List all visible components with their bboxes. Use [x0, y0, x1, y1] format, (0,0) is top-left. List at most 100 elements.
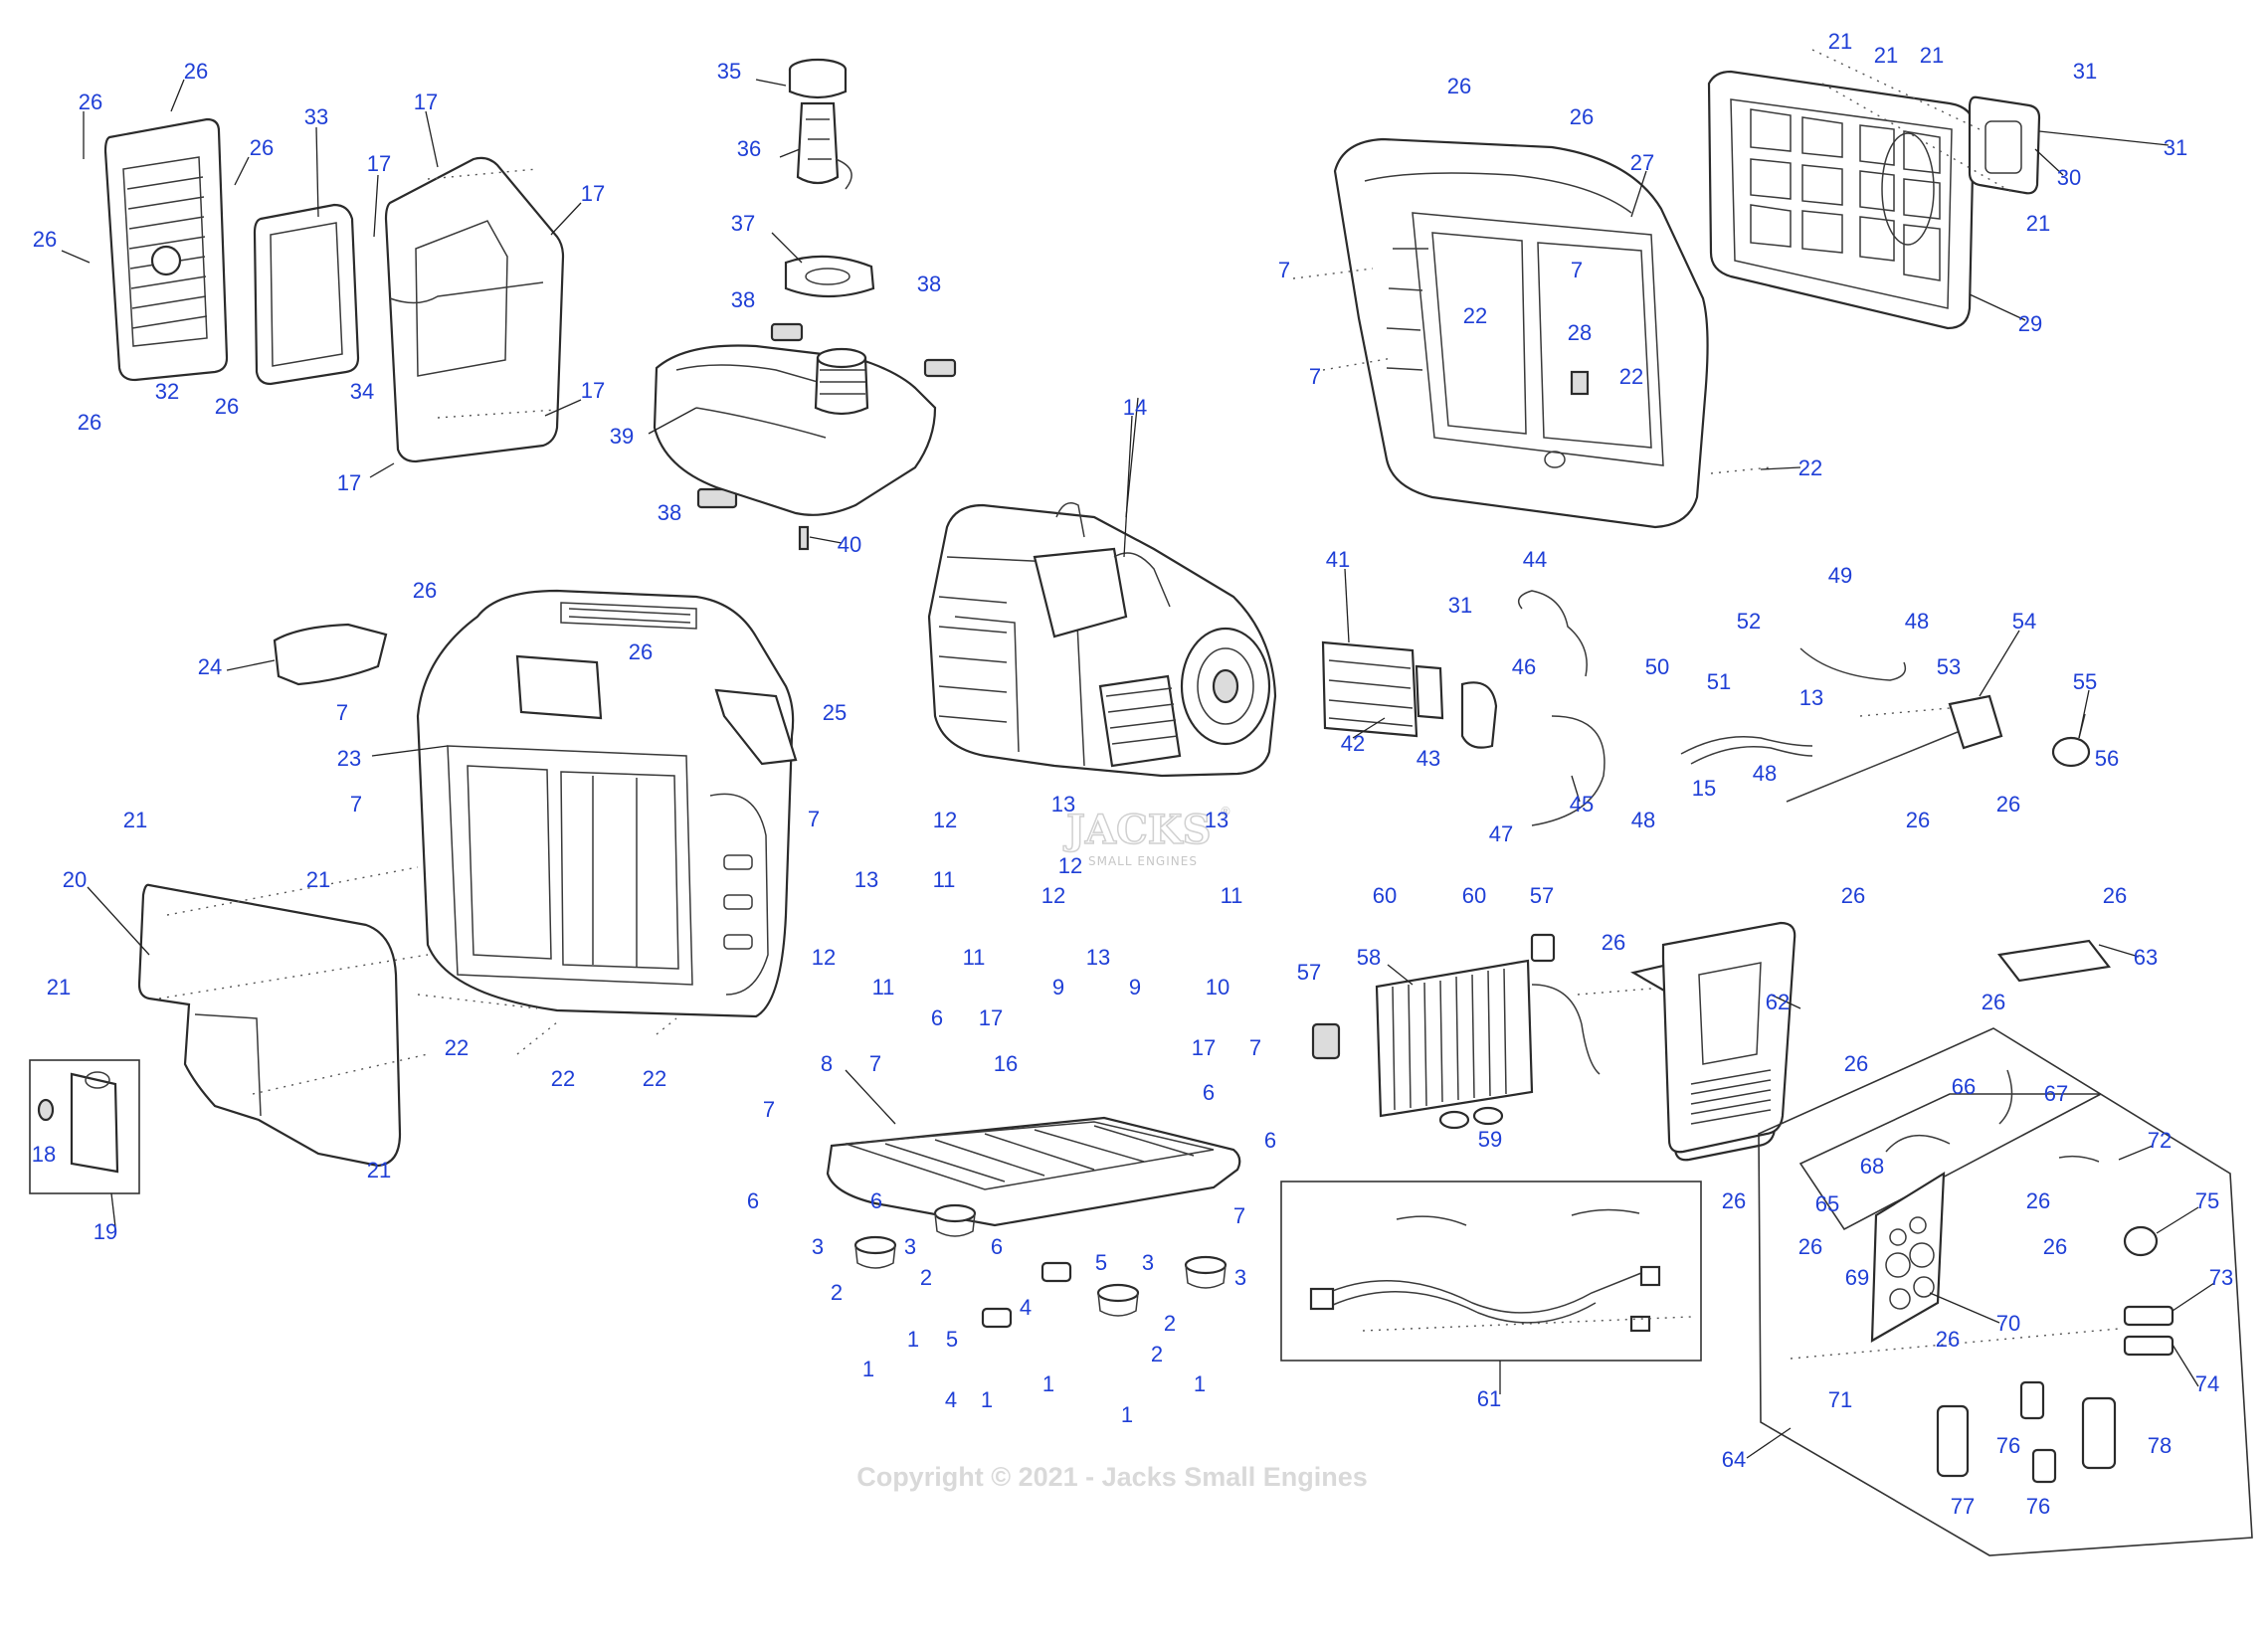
callout-10: 10 — [1206, 975, 1229, 1000]
fuel-tank-assembly — [653, 58, 957, 551]
callout-26: 26 — [1798, 1234, 1822, 1259]
callout-9: 9 — [1052, 975, 1064, 1000]
callout-17: 17 — [1192, 1035, 1216, 1060]
callout-7: 7 — [869, 1051, 881, 1076]
callout-31: 31 — [2073, 59, 2097, 84]
callout-26: 26 — [215, 394, 239, 419]
callout-18: 18 — [32, 1142, 56, 1167]
callout-49: 49 — [1828, 563, 1852, 588]
panel-kit-box-64 — [1758, 1027, 2253, 1556]
callout-70: 70 — [1996, 1311, 2020, 1336]
callout-66: 66 — [1952, 1074, 1976, 1099]
callout-25: 25 — [823, 700, 847, 725]
callout-7: 7 — [350, 792, 362, 817]
side-panel-29 — [1707, 70, 2041, 330]
callout-15: 15 — [1692, 776, 1716, 801]
callout-1: 1 — [1042, 1371, 1054, 1396]
callout-45: 45 — [1570, 792, 1594, 817]
callout-51: 51 — [1707, 669, 1731, 694]
callout-21: 21 — [1874, 43, 1898, 68]
callout-29: 29 — [2018, 311, 2042, 336]
callout-14: 14 — [1123, 395, 1147, 420]
callout-22: 22 — [1463, 303, 1487, 328]
harness-box-65 — [1798, 1093, 2102, 1231]
callout-11: 11 — [872, 975, 895, 1000]
callout-26: 26 — [78, 410, 101, 435]
callout-28: 28 — [1568, 320, 1592, 345]
callout-1: 1 — [907, 1327, 919, 1352]
callout-52: 52 — [1737, 609, 1761, 634]
callout-41: 41 — [1326, 547, 1350, 572]
logo-sub: SMALL ENGINES — [1088, 854, 1198, 868]
callout-26: 26 — [33, 227, 57, 252]
callout-48: 48 — [1753, 761, 1777, 786]
callout-11: 11 — [963, 945, 986, 970]
callout-48: 48 — [1905, 609, 1929, 634]
callout-6: 6 — [1203, 1080, 1215, 1105]
muffler-assembly — [1321, 590, 1606, 826]
callout-31: 31 — [1448, 593, 1472, 618]
wiring-harness — [1309, 1208, 1661, 1333]
callout-53: 53 — [1937, 654, 1961, 679]
callout-22: 22 — [551, 1066, 575, 1091]
callout-59: 59 — [1478, 1127, 1502, 1152]
callout-7: 7 — [1309, 364, 1321, 389]
filter-cover-assembly — [103, 117, 565, 463]
callout-13: 13 — [1086, 945, 1110, 970]
callout-78: 78 — [2148, 1433, 2172, 1458]
callout-33: 33 — [304, 104, 328, 129]
callout-5: 5 — [1095, 1250, 1107, 1275]
callout-21: 21 — [123, 808, 147, 832]
callout-7: 7 — [336, 700, 348, 725]
callout-6: 6 — [991, 1234, 1003, 1259]
callout-44: 44 — [1523, 547, 1547, 572]
callout-26: 26 — [1906, 808, 1930, 832]
assembly-guides — [158, 49, 2120, 1360]
callout-7: 7 — [1249, 1035, 1261, 1060]
callout-31: 31 — [2164, 135, 2187, 160]
callout-26: 26 — [184, 59, 208, 84]
callout-6: 6 — [747, 1188, 759, 1213]
callout-20: 20 — [63, 867, 87, 892]
callout-57: 57 — [1530, 883, 1554, 908]
callout-22: 22 — [445, 1035, 469, 1060]
callout-36: 36 — [737, 136, 761, 161]
callout-19: 19 — [94, 1219, 117, 1244]
callout-16: 16 — [994, 1051, 1018, 1076]
callout-42: 42 — [1341, 731, 1365, 756]
callout-12: 12 — [1058, 853, 1082, 878]
callout-58: 58 — [1357, 945, 1381, 970]
callout-11: 11 — [933, 867, 956, 892]
callout-26: 26 — [1570, 104, 1594, 129]
callout-26: 26 — [1982, 990, 2005, 1014]
callout-2: 2 — [920, 1265, 932, 1290]
callout-26: 26 — [2026, 1188, 2050, 1213]
callout-17: 17 — [581, 181, 605, 206]
callout-60: 60 — [1373, 883, 1397, 908]
callout-13: 13 — [1051, 792, 1075, 817]
callout-38: 38 — [917, 272, 941, 296]
callout-7: 7 — [1233, 1203, 1245, 1228]
callout-1: 1 — [1121, 1402, 1133, 1427]
callout-38: 38 — [658, 500, 681, 525]
callout-22: 22 — [643, 1066, 666, 1091]
callout-50: 50 — [1645, 654, 1669, 679]
side-cover-20 — [137, 883, 402, 1168]
callout-39: 39 — [610, 424, 634, 449]
callout-6: 6 — [870, 1188, 882, 1213]
callout-8: 8 — [821, 1051, 833, 1076]
callout-5: 5 — [946, 1327, 958, 1352]
callout-72: 72 — [2148, 1128, 2172, 1153]
inverter-58 — [1311, 933, 1601, 1130]
callout-47: 47 — [1489, 821, 1513, 846]
callout-13: 13 — [854, 867, 878, 892]
logo-mark: ® — [1220, 805, 1232, 819]
callout-26: 26 — [2103, 883, 2127, 908]
callout-1: 1 — [862, 1357, 874, 1381]
callout-38: 38 — [731, 287, 755, 312]
callout-74: 74 — [2195, 1371, 2219, 1396]
callout-73: 73 — [2209, 1265, 2233, 1290]
callout-3: 3 — [812, 1234, 824, 1259]
outlets — [1885, 1069, 2174, 1484]
